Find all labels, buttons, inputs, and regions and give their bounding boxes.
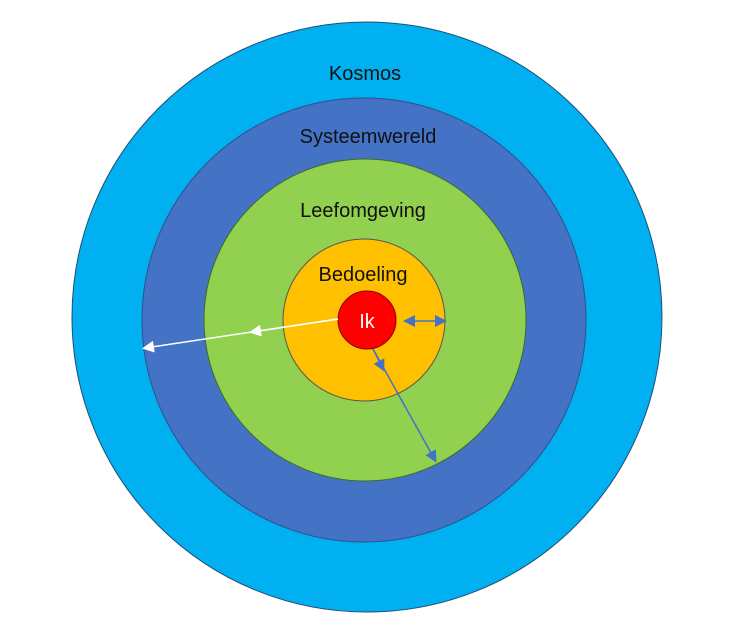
label-kosmos: Kosmos — [329, 63, 401, 85]
label-leefomgeving: Leefomgeving — [300, 200, 426, 222]
label-bedoeling: Bedoeling — [319, 264, 408, 286]
ring-ik — [337, 290, 397, 350]
arrow-mid-marker — [249, 318, 339, 337]
label-systeemwereld: Systeemwereld — [300, 126, 437, 148]
arrow-bedoeling-marker — [372, 348, 385, 372]
label-ik: Ik — [359, 311, 376, 333]
